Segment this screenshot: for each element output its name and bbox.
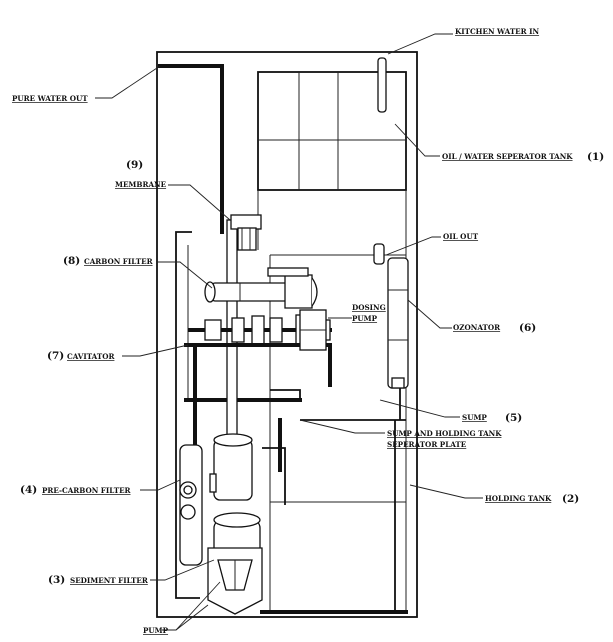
label-pure-water-out: PURE WATER OUT [12,94,88,103]
label-sediment-filter: SEDIMENT FILTER [70,576,149,585]
label-dosing-pump-line1: DOSING [352,303,386,312]
oil-out-fitting [373,243,385,265]
label-cavitator-num: (7) [47,350,64,362]
label-carbon-filter: CARBON FILTER [84,257,154,266]
label-separator-plate-line1: SUMP AND HOLDING TANK [387,429,502,438]
recirculation-loop [175,231,401,612]
label-sump: SUMP [462,413,487,422]
label-carbon-filter-num: (8) [63,255,80,267]
label-oil-water-separator-tank: OIL / WATER SEPERATOR TANK [442,152,573,161]
oil-water-separator-tank [257,71,407,191]
label-ozonator: OZONATOR [453,323,501,332]
label-oil-out: OIL OUT [443,232,479,241]
label-cavitator: CAVITATOR [67,352,115,361]
leader-lines [95,33,483,631]
label-holding-tank-num: (2) [562,493,579,505]
label-pre-carbon-filter: PRE-CARBON FILTER [42,486,132,495]
label-pre-carbon-filter-num: (4) [20,484,37,496]
filter-housing [209,433,253,501]
label-separator-plate-line2: SEPERATOR PLATE [387,440,467,449]
label-oil-water-separator-tank-num: (1) [587,151,604,163]
dosing-pump [299,309,327,351]
carbon-filter [204,267,318,309]
pre-carbon-filter [179,444,203,566]
labels: KITCHEN WATER IN PURE WATER OUT OIL / WA… [12,27,604,635]
label-ozonator-num: (6) [519,322,536,334]
pure-water-out-pipe [158,64,224,234]
label-membrane-num: (9) [126,159,143,171]
cabinet-outline [156,51,418,618]
label-kitchen-water-in: KITCHEN WATER IN [455,27,539,36]
ozonator [387,257,409,389]
label-dosing-pump-line2: PUMP [352,314,378,323]
label-sediment-filter-num: (3) [48,574,65,586]
kitchen-water-inlet-pipe [377,57,387,113]
label-pump: PUMP [143,626,169,635]
label-membrane: MEMBRANE [115,180,167,189]
pump [207,547,263,615]
label-holding-tank: HOLDING TANK [485,494,552,503]
label-sump-num: (5) [505,412,522,424]
